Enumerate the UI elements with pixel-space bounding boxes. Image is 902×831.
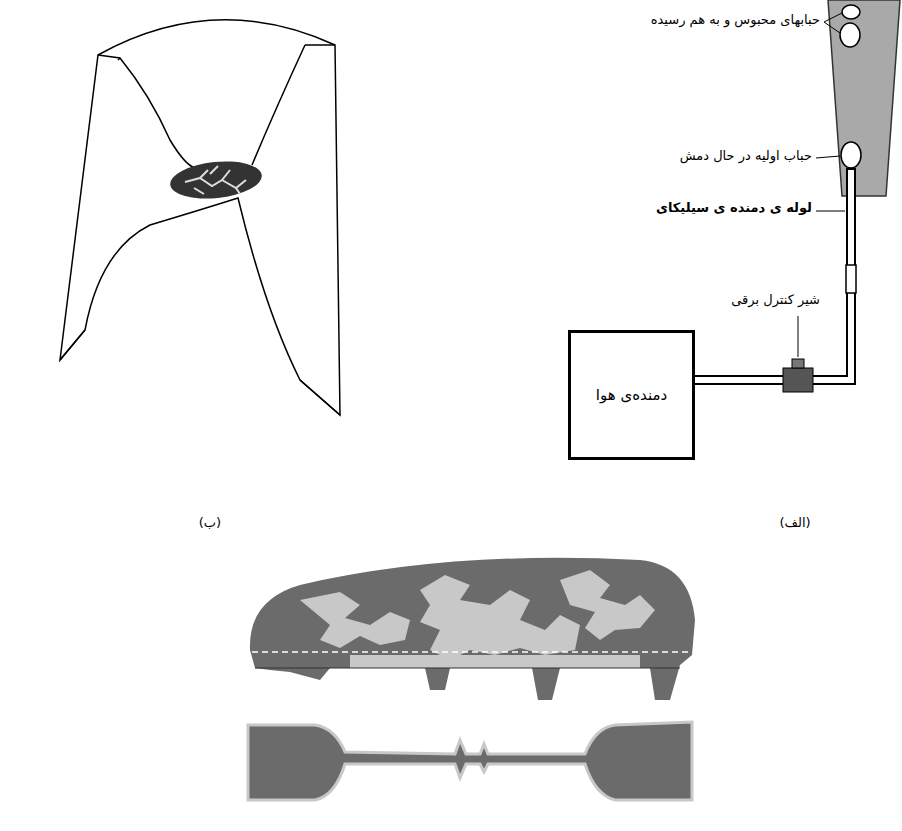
trapped-bubble: [840, 23, 860, 47]
light-channels: [300, 570, 655, 668]
initial-bubble: [841, 142, 861, 168]
trapped-bubble: [842, 5, 860, 19]
bubble-region: [168, 157, 263, 202]
surface-line: [255, 668, 680, 669]
part-label: حباب اولیه در حال دمش: [680, 148, 812, 165]
cross-section-profile: [248, 722, 692, 800]
panel-caption: (ب): [199, 515, 221, 532]
valve-knob: [792, 359, 804, 368]
bubble-branches: [185, 166, 246, 194]
tube-joint: [846, 265, 856, 293]
cut-line: [252, 651, 692, 653]
panel-caption: (الف): [779, 515, 810, 532]
glass-bar: [828, 0, 900, 196]
pipe-outline: [695, 168, 851, 380]
node-text: دمنده‌ی هوا: [596, 386, 667, 404]
sample-block: [60, 20, 340, 415]
blower-box: دمنده‌ی هوا: [568, 330, 695, 460]
part-label: لوله ی دمنده ی سیلیکای: [656, 200, 812, 217]
part-label: حبابهای محبوس و به هم رسیده: [651, 12, 820, 29]
dark-bubble-sample: [250, 558, 695, 700]
valve: [783, 368, 813, 392]
part-label: شیر کنترل برقی: [731, 292, 820, 309]
